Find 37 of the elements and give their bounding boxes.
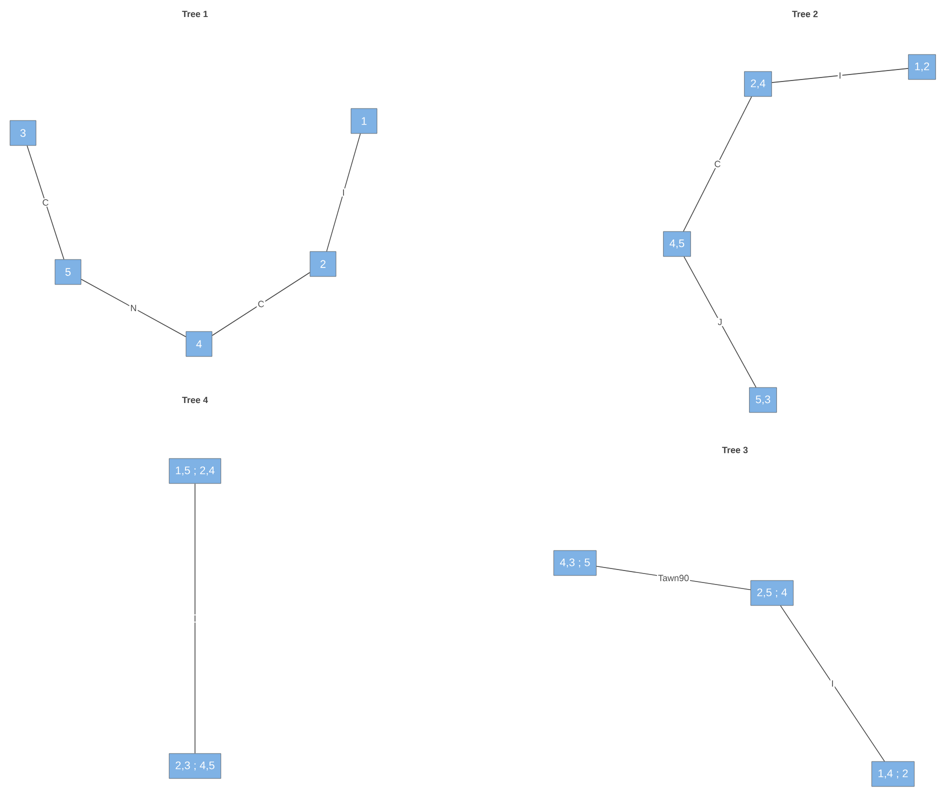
tree-node-box: 2,3 ; 4,5 xyxy=(168,753,222,779)
tree-edge xyxy=(26,145,64,260)
tree-node-box: 3 xyxy=(10,120,36,146)
tree-title: Tree 1 xyxy=(182,10,208,18)
tree-edge xyxy=(326,133,361,252)
tree-title: Tree 4 xyxy=(182,396,208,404)
edge-label: N xyxy=(129,304,138,312)
tree-node-box: 1,5 ; 2,4 xyxy=(168,458,222,484)
tree-node-box: 1,2 xyxy=(908,54,936,80)
tree-edge xyxy=(80,278,186,338)
tree-edge xyxy=(683,96,752,232)
tree-edge xyxy=(780,605,885,762)
tree-title: Tree 2 xyxy=(792,10,818,18)
tree-node-box: 2 xyxy=(310,251,336,277)
edge-label: C xyxy=(256,300,266,308)
tree-node-box: 1 xyxy=(350,108,378,134)
tree-node-box: 4 xyxy=(186,331,212,357)
tree-node-box: 2,4 xyxy=(744,71,772,97)
edge-label: I xyxy=(192,614,198,623)
edge-label: I xyxy=(830,679,835,688)
tree-node-box: 2,5 ; 4 xyxy=(750,580,794,606)
edge-label: I xyxy=(341,188,346,197)
edge-label: C xyxy=(713,160,722,168)
tree-node-box: 4,5 xyxy=(663,231,691,257)
tree-edge xyxy=(212,272,310,336)
edge-label: Tawn90 xyxy=(657,574,690,582)
tree-node-box: 4,3 ; 5 xyxy=(554,550,596,576)
edge-label: C xyxy=(41,198,50,207)
edge-label: J xyxy=(716,318,724,326)
edge-label: I xyxy=(838,71,842,80)
tree-title: Tree 3 xyxy=(722,446,748,454)
tree-node-box: 1,4 ; 2 xyxy=(872,761,914,787)
tree-node-box: 5,3 xyxy=(749,387,777,413)
tree-edge xyxy=(771,68,909,83)
tree-node-box: 5 xyxy=(54,259,82,285)
tree-edge xyxy=(194,483,196,754)
tree-edge xyxy=(684,256,756,388)
